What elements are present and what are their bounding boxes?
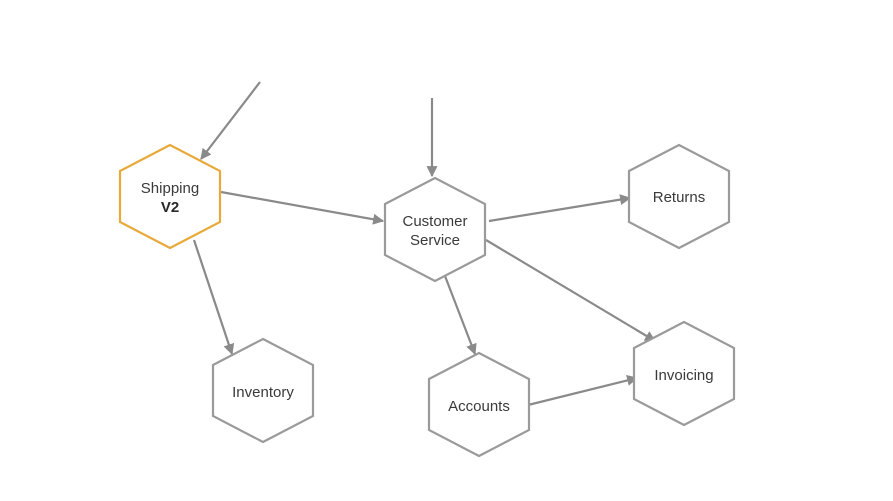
node-label: Returns bbox=[653, 189, 706, 206]
edge-customer-service-to-returns bbox=[488, 194, 632, 223]
node-label-line1: Customer bbox=[402, 213, 467, 230]
node-label: Inventory bbox=[232, 384, 294, 401]
edge-accounts-to-invoicing bbox=[527, 375, 639, 407]
hexagon-shape bbox=[632, 320, 736, 427]
edge-shipping-to-customer-service bbox=[220, 190, 385, 225]
node-label-line1: Shipping bbox=[141, 180, 199, 197]
node-label: Accounts bbox=[448, 398, 510, 415]
node-accounts[interactable]: Accounts bbox=[427, 351, 531, 458]
hexagon-shape bbox=[627, 143, 731, 250]
node-inventory[interactable]: Inventory bbox=[211, 337, 315, 444]
node-label: Invoicing bbox=[654, 367, 713, 384]
node-label-version: V2 bbox=[161, 199, 179, 216]
hexagon-shape bbox=[211, 337, 315, 444]
hexagon-shape bbox=[383, 176, 487, 283]
edge-shipping-to-inventory bbox=[192, 239, 235, 356]
edge-external-to-shipping bbox=[200, 81, 261, 160]
edge-customer-service-to-invoicing bbox=[485, 239, 656, 342]
hexagon-shape bbox=[118, 143, 222, 250]
node-returns[interactable]: Returns bbox=[627, 143, 731, 250]
node-shipping-v2[interactable]: Shipping V2 bbox=[118, 143, 222, 250]
node-customer-service[interactable]: Customer Service bbox=[383, 176, 487, 283]
node-invoicing[interactable]: Invoicing bbox=[632, 320, 736, 427]
hexagon-shape bbox=[427, 351, 531, 458]
node-label-line2: Service bbox=[410, 232, 460, 249]
edge-customer-service-to-accounts bbox=[443, 275, 477, 356]
